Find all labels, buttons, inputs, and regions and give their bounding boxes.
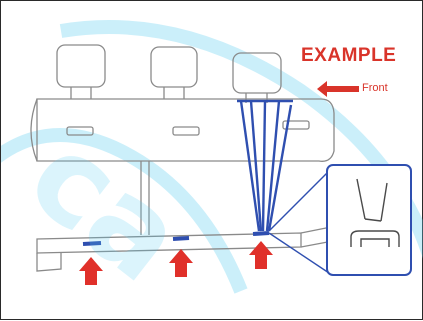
detail-inset bbox=[269, 165, 411, 275]
anchor-point-arrow-icon bbox=[169, 249, 193, 277]
right-anchor-bar bbox=[253, 233, 269, 234]
front-label: Front bbox=[362, 82, 388, 94]
example-label: EXAMPLE bbox=[301, 45, 396, 67]
anchor-point-arrow-icon bbox=[249, 241, 273, 269]
center-anchor-bar bbox=[173, 238, 189, 239]
left-anchor-bar bbox=[83, 243, 101, 244]
anchor-point-arrow-icon bbox=[79, 257, 103, 285]
left-headrest bbox=[57, 45, 105, 87]
front-direction-arrow-icon bbox=[317, 81, 359, 97]
center-headrest bbox=[151, 47, 197, 87]
anchor-point-arrows bbox=[79, 241, 273, 285]
